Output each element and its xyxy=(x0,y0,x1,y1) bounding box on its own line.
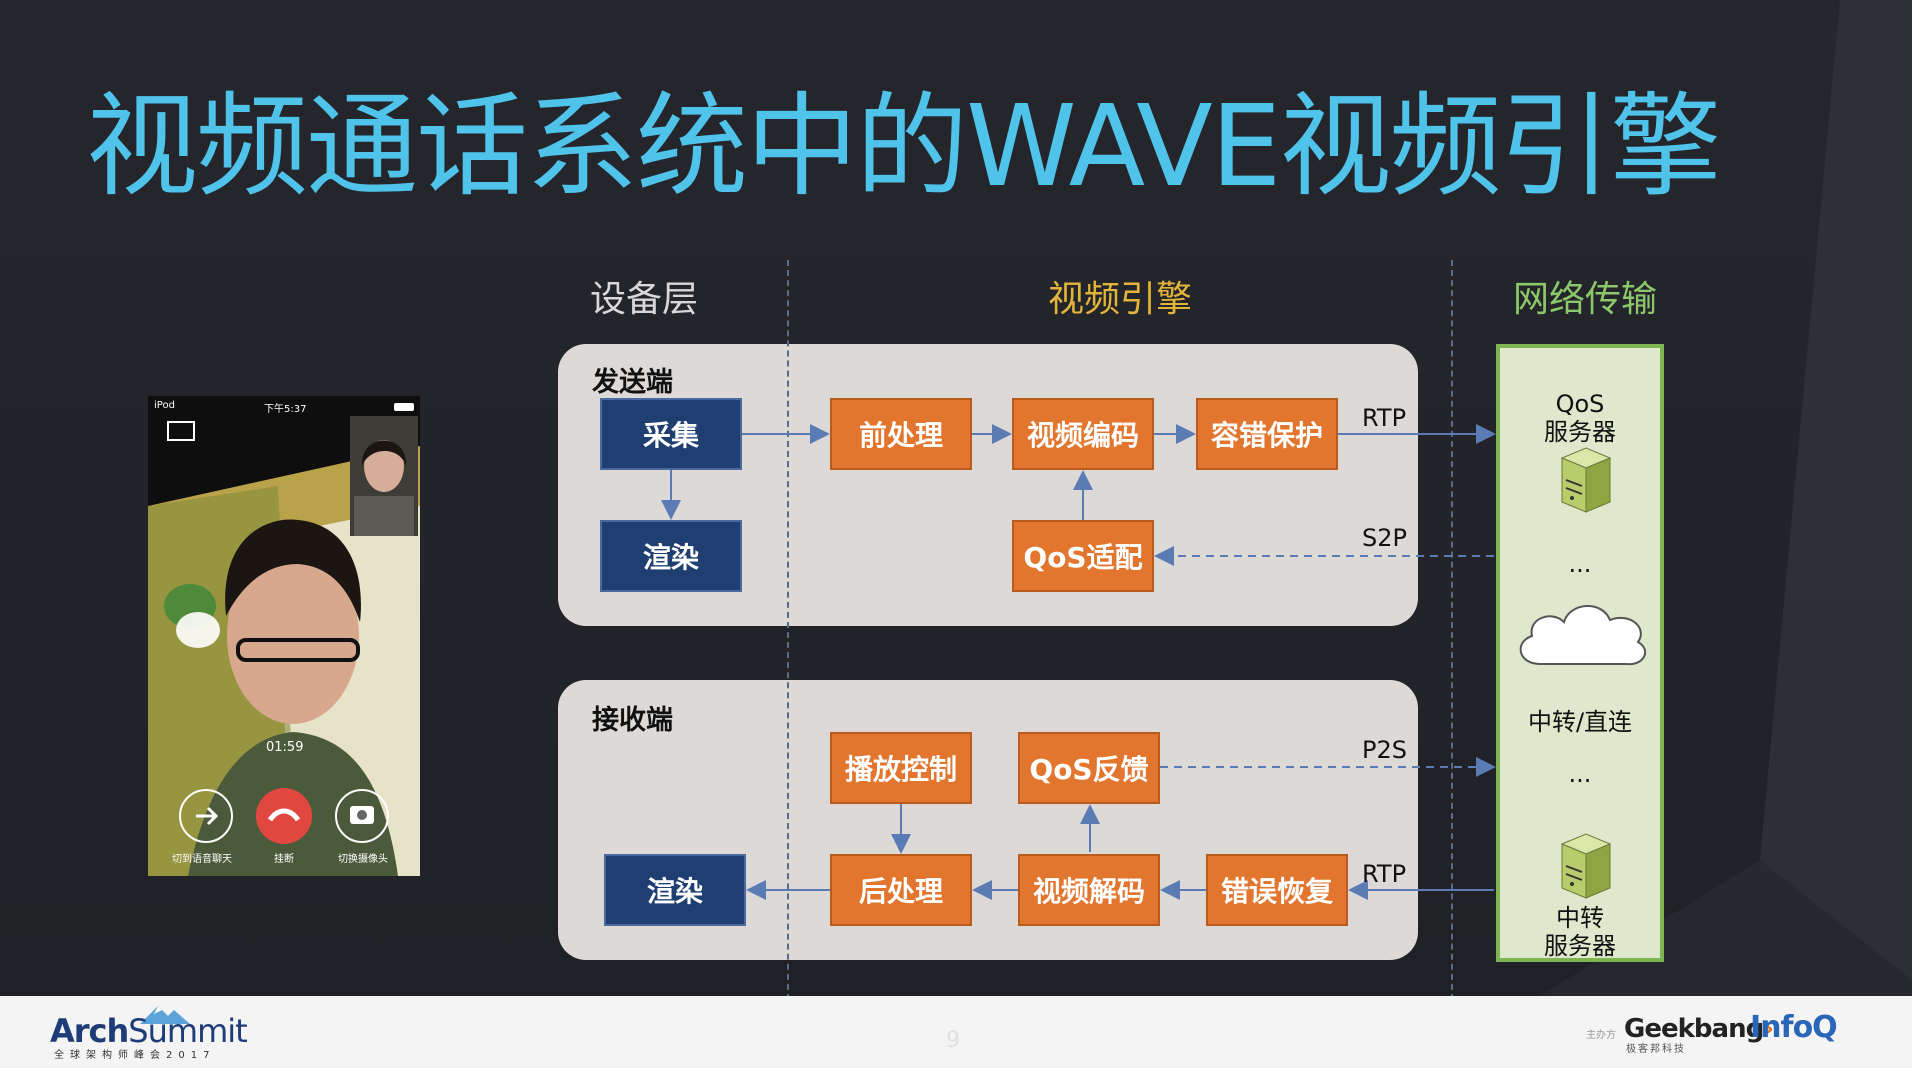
box-qos-adapt: QoS适配 xyxy=(1012,520,1154,592)
phone-status-bar: iPod 下午5:37 xyxy=(148,400,420,416)
phone-time: 下午5:37 xyxy=(264,404,307,415)
label-p2s: P2S xyxy=(1362,736,1407,764)
call-timer: 01:59 xyxy=(266,740,304,755)
phone-screenshot: iPod 下午5:37 01:59 切到语音聊天 挂断 切换摄像头 xyxy=(148,396,420,876)
ellipsis-bottom: ... xyxy=(1568,760,1592,788)
column-divider-right xyxy=(1451,260,1453,1010)
box-preprocess: 前处理 xyxy=(830,398,972,470)
archsummit-mountain-icon xyxy=(140,1006,190,1024)
btn-voice-label: 切到语音聊天 xyxy=(172,854,232,865)
battery-icon xyxy=(394,403,414,411)
geekbang-subtitle: 极客邦科技 xyxy=(1626,1044,1686,1055)
box-sender-render: 渲染 xyxy=(600,520,742,592)
flow-arrows xyxy=(661,424,1496,900)
archsummit-logo-a: Arch xyxy=(50,1012,129,1050)
box-decode: 视频解码 xyxy=(1018,854,1160,926)
receiver-label: 接收端 xyxy=(592,705,673,736)
column-header-device: 设备层 xyxy=(590,279,699,320)
label-rtp-recv: RTP xyxy=(1362,860,1407,888)
column-header-network: 网络传输 xyxy=(1513,279,1658,320)
box-qos-feedback: QoS反馈 xyxy=(1018,732,1160,804)
label-relay-direct: 中转/直连 xyxy=(1527,708,1633,736)
archsummit-logo-b: Summit xyxy=(128,1012,247,1050)
ellipsis-top: ... xyxy=(1568,550,1592,578)
box-postprocess: 后处理 xyxy=(830,854,972,926)
relay-server-icon xyxy=(1560,833,1612,899)
box-fec: 容错保护 xyxy=(1196,398,1338,470)
geekbang-logo: Geekbang› xyxy=(1624,1014,1774,1044)
archsummit-logo: ArchSummit xyxy=(50,1012,248,1050)
infoq-logo: InfoQ xyxy=(1750,1010,1838,1045)
label-qos-server: QoS 服务器 xyxy=(1544,390,1616,446)
server-icon xyxy=(1560,447,1612,513)
archsummit-subtitle: 全球架构师峰会2017 xyxy=(54,1050,216,1061)
box-playback-control: 播放控制 xyxy=(830,732,972,804)
background-decoration xyxy=(0,0,1912,996)
page-number: 9 xyxy=(946,1028,960,1053)
btn-hangup-label: 挂断 xyxy=(274,854,294,865)
footer-bar xyxy=(0,996,1912,1068)
geekbang-logo-b: bang xyxy=(1693,1014,1764,1044)
box-error-recovery: 错误恢复 xyxy=(1206,854,1348,926)
column-header-engine: 视频引擎 xyxy=(1048,279,1193,320)
box-receiver-render: 渲染 xyxy=(604,854,746,926)
btn-switch-camera-label: 切换摄像头 xyxy=(338,854,388,865)
label-rtp-send: RTP xyxy=(1362,404,1407,432)
sender-label: 发送端 xyxy=(592,367,673,398)
phone-carrier: iPod xyxy=(154,400,175,411)
column-divider-left xyxy=(787,260,789,1010)
slide-title: 视频通话系统中的WAVE视频引擎 xyxy=(86,82,1721,212)
cloud-icon xyxy=(1519,605,1647,666)
host-label: 主办方 xyxy=(1586,1030,1616,1041)
geekbang-arrow-icon: › xyxy=(1763,1014,1774,1044)
box-capture: 采集 xyxy=(600,398,742,470)
geekbang-logo-a: Geek xyxy=(1624,1014,1695,1044)
label-s2p: S2P xyxy=(1362,524,1407,552)
video-call-image xyxy=(148,396,420,876)
box-encode: 视频编码 xyxy=(1012,398,1154,470)
label-relay-server: 中转 服务器 xyxy=(1544,904,1616,960)
